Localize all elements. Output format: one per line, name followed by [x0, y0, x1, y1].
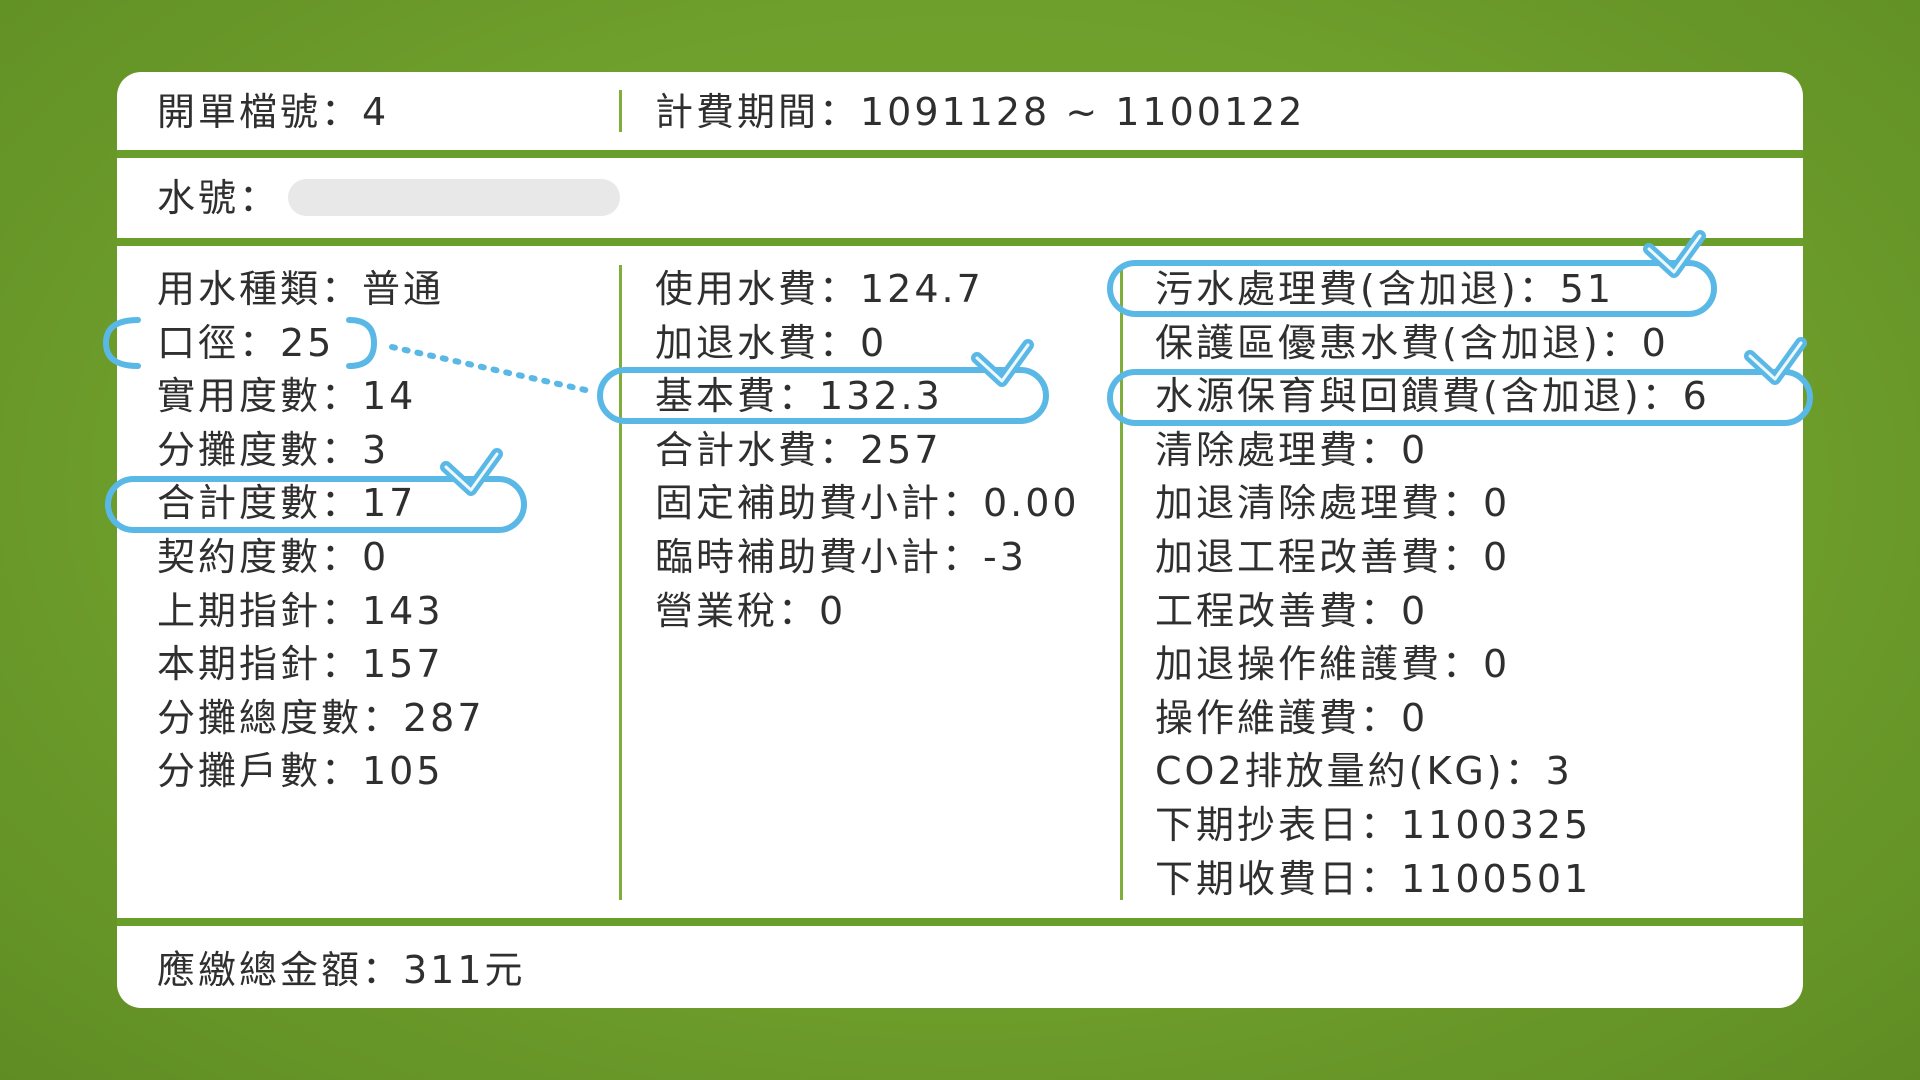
sewage-fee: 污水處理費(含加退)：51 [1155, 267, 1615, 311]
actual-usage: 實用度數：14 [157, 374, 417, 419]
adjusted-disposal-fee: 加退清除處理費：0 [1155, 481, 1511, 526]
improvement-fee: 工程改善費：0 [1155, 588, 1429, 633]
next-meter-reading-date: 下期抄表日：1100325 [1155, 802, 1592, 847]
divider-footer [117, 918, 1803, 926]
water-number-masked-value [288, 179, 620, 216]
billing-period: 計費期間：1091128 ~ 1100122 [655, 90, 1306, 134]
divider-col-1 [619, 265, 622, 900]
divider-water-no [117, 238, 1803, 246]
total-water-fee: 合計水費：257 [655, 427, 942, 472]
usage-fee: 使用水費：124.7 [655, 267, 984, 311]
adjusted-water-fee: 加退水費：0 [655, 320, 888, 365]
business-tax: 營業稅：0 [655, 588, 847, 633]
adjusted-maintenance-fee: 加退操作維護費：0 [1155, 642, 1511, 687]
right-column: 污水處理費(含加退)：51 保護區優惠水費(含加退)：0 水源保育與回饋費(含加… [1155, 263, 1710, 906]
maintenance-fee: 操作維護費：0 [1155, 695, 1429, 740]
fixed-subsidy-subtotal: 固定補助費小計：0.00 [655, 481, 1080, 526]
protected-area-discount: 保護區優惠水費(含加退)：0 [1155, 320, 1669, 365]
shared-total-usage: 分攤總度數：287 [157, 695, 485, 740]
basic-fee: 基本費：132.3 [655, 374, 943, 419]
adjusted-improvement-fee: 加退工程改善費：0 [1155, 534, 1511, 579]
middle-column: 使用水費：124.7 加退水費：0 基本費：132.3 合計水費：257 固定補… [655, 263, 1080, 638]
shared-households: 分攤戶數：105 [157, 749, 444, 794]
co2-emission: CO2排放量約(KG)：3 [1155, 749, 1573, 794]
bill-card [117, 72, 1803, 1008]
contract-usage: 契約度數：0 [157, 534, 390, 579]
water-conservation-fee: 水源保育與回饋費(含加退)：6 [1155, 374, 1710, 419]
total-amount-due: 應繳總金額：311元 [157, 948, 526, 992]
next-payment-date: 下期收費日：1100501 [1155, 856, 1592, 901]
water-type: 用水種類：普通 [157, 267, 445, 311]
pipe-diameter: 口徑：25 [157, 320, 335, 365]
temporary-subsidy-subtotal: 臨時補助費小計：-3 [655, 534, 1027, 579]
divider-header [117, 150, 1803, 158]
shared-usage: 分攤度數：3 [157, 427, 390, 472]
disposal-fee: 清除處理費：0 [1155, 427, 1429, 472]
divider-col-2 [1120, 265, 1123, 900]
bill-number: 開單檔號：4 [157, 90, 390, 134]
current-reading: 本期指針：157 [157, 642, 444, 687]
water-number-label: 水號： [157, 176, 281, 220]
total-usage: 合計度數：17 [157, 481, 417, 526]
divider-header-vertical [619, 90, 622, 132]
left-column: 用水種類：普通 口徑：25 實用度數：14 分攤度數：3 合計度數：17 契約度… [157, 263, 485, 799]
previous-reading: 上期指針：143 [157, 588, 444, 633]
